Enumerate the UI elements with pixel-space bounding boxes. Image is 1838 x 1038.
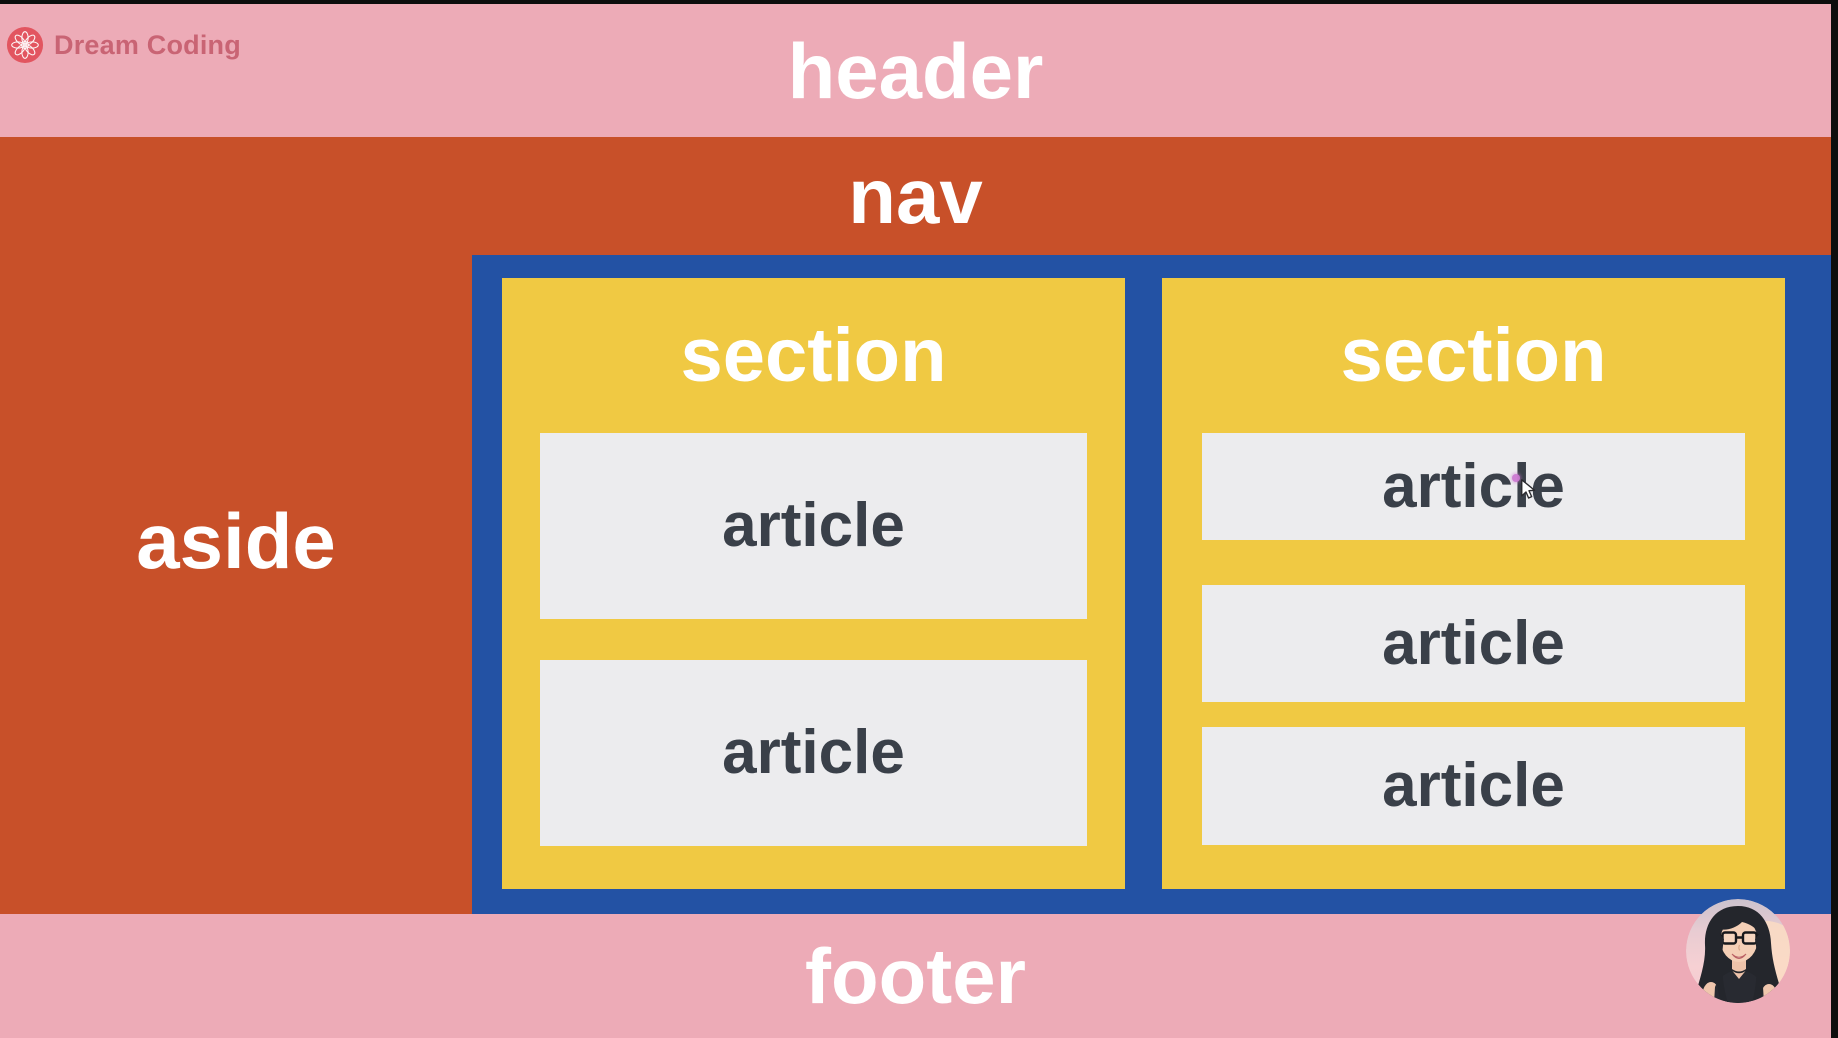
section-box-left: section article article <box>502 278 1125 889</box>
middle-row: aside section article article section ar… <box>0 255 1831 914</box>
header-label: header <box>787 26 1044 115</box>
article-box: article <box>1202 433 1745 540</box>
footer-label: footer <box>805 932 1026 1020</box>
flower-logo-icon <box>6 26 44 64</box>
nav-band: nav <box>0 137 1831 255</box>
article-box: article <box>1202 727 1745 845</box>
aside-label: aside <box>136 496 336 585</box>
aside-region: aside <box>0 255 472 914</box>
article-box: article <box>540 660 1087 846</box>
section-box-right: section article article article <box>1162 278 1785 889</box>
section-title: section <box>1340 312 1607 398</box>
nav-label: nav <box>848 152 983 240</box>
slide-canvas: Dream Coding header nav aside section ar… <box>0 4 1831 1038</box>
article-box: article <box>1202 585 1745 702</box>
header-band: Dream Coding header <box>0 4 1831 137</box>
footer-band: footer <box>0 914 1831 1038</box>
cursor-highlight-dot <box>1512 474 1520 482</box>
logo-text: Dream Coding <box>54 29 241 60</box>
section-title: section <box>680 312 947 398</box>
main-region: section article article section article … <box>472 255 1831 914</box>
article-box: article <box>540 433 1087 619</box>
dream-coding-logo: Dream Coding <box>6 26 241 64</box>
presenter-webcam-avatar <box>1686 899 1790 1003</box>
